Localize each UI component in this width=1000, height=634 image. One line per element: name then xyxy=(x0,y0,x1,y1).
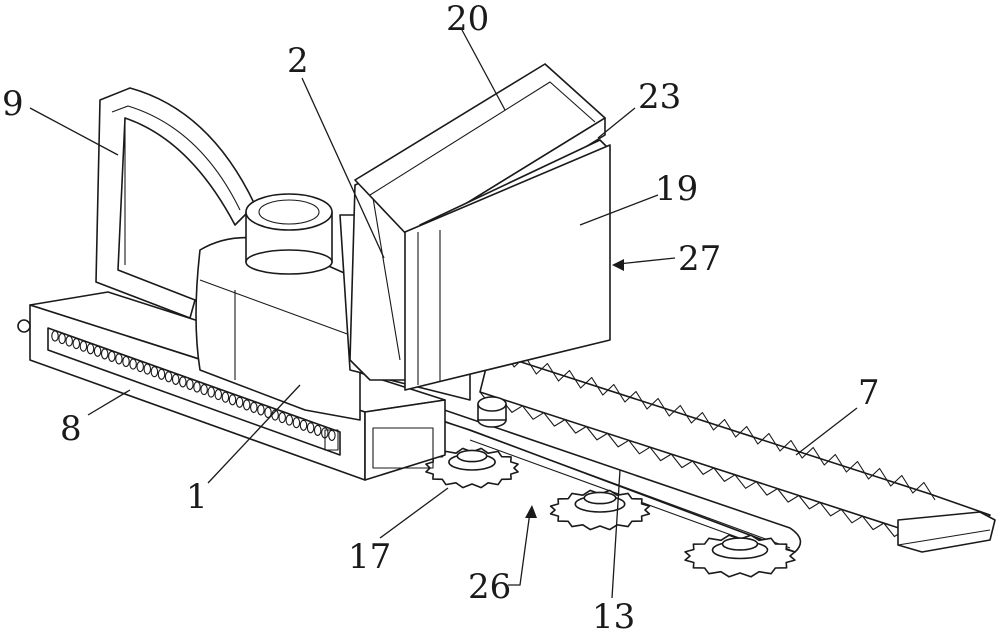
rack-tooth xyxy=(235,396,244,408)
rack-tooth xyxy=(242,399,251,411)
rack-tooth xyxy=(214,389,223,401)
rack-tooth xyxy=(51,330,59,342)
rack-tooth xyxy=(299,419,308,431)
label-17: 17 xyxy=(348,537,391,577)
rack-tooth xyxy=(86,343,95,355)
rack-tooth xyxy=(79,340,88,352)
rack-tooth xyxy=(136,361,144,373)
sprocket xyxy=(549,489,651,531)
leader-lines xyxy=(29,29,858,599)
rack-tooth xyxy=(65,335,73,347)
cutter-blade xyxy=(479,348,996,553)
sprocket-gears xyxy=(425,447,796,578)
handle xyxy=(95,87,256,319)
rack-tooth xyxy=(171,373,180,385)
label-20: 20 xyxy=(446,0,489,39)
rack-tooth xyxy=(313,424,322,436)
rack-tooth xyxy=(264,406,272,419)
rack-tooth xyxy=(186,378,194,390)
rack-tooth xyxy=(100,348,109,360)
guide-bar xyxy=(407,399,802,553)
label-7: 7 xyxy=(858,373,880,413)
rack-tooth xyxy=(221,391,230,403)
rack-tooth xyxy=(58,333,66,345)
rack-tooth xyxy=(164,371,173,383)
label-2: 2 xyxy=(287,41,309,81)
rack-tooth xyxy=(207,386,215,398)
rack-tooth xyxy=(285,414,294,426)
rack-tooth xyxy=(157,368,166,380)
label-8: 8 xyxy=(60,409,82,449)
label-23: 23 xyxy=(638,77,681,117)
label-9: 9 xyxy=(2,84,24,124)
rack-tooth xyxy=(306,422,315,434)
rack-tooth xyxy=(115,353,123,365)
bar-knob xyxy=(477,396,507,428)
rack-tooth xyxy=(129,358,137,370)
box-body xyxy=(404,144,611,391)
rack-tooth xyxy=(193,381,201,393)
top-cap xyxy=(245,193,333,275)
label-26: 26 xyxy=(468,567,511,607)
rack-tooth xyxy=(228,394,237,406)
rack-slot xyxy=(47,327,341,456)
rack-tooth xyxy=(179,376,187,388)
label-13: 13 xyxy=(592,597,635,634)
rack-tooth xyxy=(143,363,152,375)
rack-tooth xyxy=(200,384,208,396)
rack-tooth xyxy=(93,345,102,357)
label-27: 27 xyxy=(678,239,721,279)
rack-tooth xyxy=(150,366,159,378)
label-19: 19 xyxy=(655,169,698,209)
rack-tooth xyxy=(278,412,286,424)
number-labels: 9 2 20 23 19 27 7 8 1 17 26 13 xyxy=(2,0,880,634)
rack-tooth xyxy=(292,417,301,429)
sprocket xyxy=(684,534,796,578)
rack-tooth xyxy=(250,401,258,413)
rack-tooth xyxy=(257,404,265,416)
rack-tooth xyxy=(122,355,130,368)
rack-tooth xyxy=(108,350,116,362)
rack-tooth xyxy=(72,338,81,350)
label-1: 1 xyxy=(186,477,208,517)
